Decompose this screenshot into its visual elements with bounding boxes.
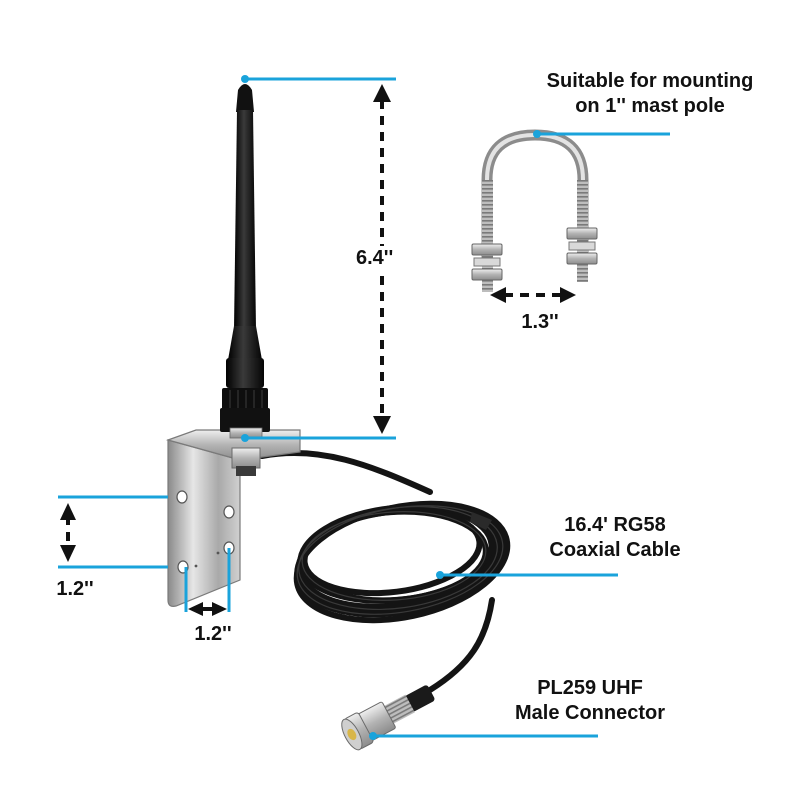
cable-label-line2: Coaxial Cable xyxy=(549,539,681,561)
connector-label: PL259 UHF Male Connector xyxy=(495,676,685,726)
leader-dot-connector xyxy=(369,732,377,740)
leader-dot-antenna xyxy=(241,75,249,83)
bracket-horizontal-label: 1.2'' xyxy=(194,623,232,645)
leader-lines xyxy=(58,77,670,738)
u-bolt xyxy=(471,129,598,292)
dimension-arrowheads xyxy=(60,84,576,616)
leader-dot-ubolt xyxy=(533,130,541,138)
antenna-whip xyxy=(220,84,270,439)
coax-cable-coil xyxy=(259,449,511,693)
bracket-vertical-label: 1.2'' xyxy=(56,578,94,600)
dimension-arrows xyxy=(66,100,560,548)
leader-dot-base xyxy=(241,434,249,442)
connector-label-line2: Male Connector xyxy=(514,702,666,724)
mount-label-line2: on 1'' mast pole xyxy=(575,95,725,117)
antenna-height-label: 6.4'' xyxy=(356,246,416,271)
mount-label: Suitable for mounting on 1'' mast pole xyxy=(520,69,780,119)
cable-label-line1: 16.4' RG58 xyxy=(564,514,666,536)
pl259-connector xyxy=(341,685,435,751)
ubolt-width-label: 1.3'' xyxy=(521,311,559,333)
mount-label-line1: Suitable for mounting xyxy=(546,70,754,92)
leader-dot-cable xyxy=(436,571,444,579)
cable-label: 16.4' RG58 Coaxial Cable xyxy=(520,513,710,563)
connector-label-line1: PL259 UHF xyxy=(537,677,643,699)
